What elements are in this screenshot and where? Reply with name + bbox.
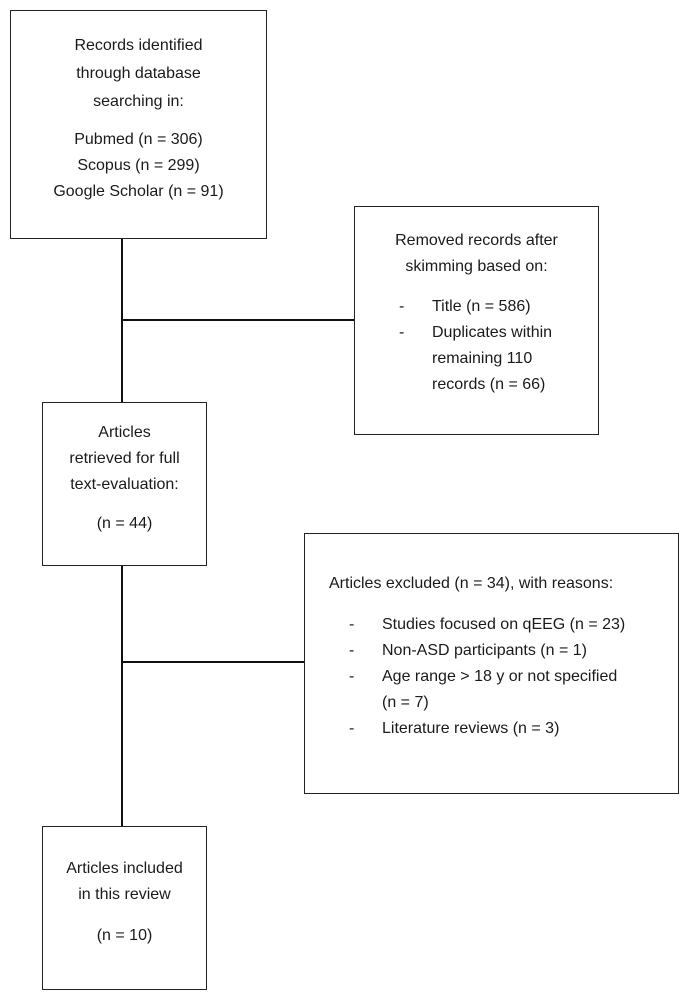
excluded-heading: Articles excluded (n = 34), with reasons… [329, 575, 614, 592]
bullet-dash: - [349, 642, 355, 659]
records-identified-box: Records identified through database sear… [10, 10, 267, 239]
bullet-dash: - [349, 720, 355, 737]
removed-heading-line-2: skimming based on: [405, 258, 548, 275]
articles-excluded-box: Articles excluded (n = 34), with reasons… [304, 533, 679, 794]
removed-records-box: Removed records after skimming based on:… [354, 206, 599, 435]
removed-item-duplicates-line-1: Duplicates within [432, 324, 553, 341]
source-google-scholar: Google Scholar (n = 91) [53, 183, 224, 200]
retrieved-line-3: text-evaluation: [70, 476, 179, 493]
removed-item-title: Title (n = 586) [432, 298, 531, 315]
bullet-dash: - [349, 616, 355, 633]
bullet-dash: - [349, 668, 355, 685]
excluded-item-qeeg: Studies focused on qEEG (n = 23) [382, 616, 626, 633]
records-identified-line-1: Records identified [74, 37, 203, 54]
excluded-item-age-line-2: (n = 7) [382, 694, 429, 711]
excluded-item-reviews: Literature reviews (n = 3) [382, 720, 560, 737]
connector-branch-excluded [121, 661, 304, 663]
source-pubmed: Pubmed (n = 306) [74, 131, 203, 148]
articles-retrieved-box: Articles retrieved for full text-evaluat… [42, 402, 207, 566]
records-identified-line-3: searching in: [93, 93, 184, 110]
articles-included-box: Articles included in this review (n = 10… [42, 826, 207, 990]
excluded-item-non-asd: Non-ASD participants (n = 1) [382, 642, 587, 659]
retrieved-line-2: retrieved for full [69, 450, 180, 467]
connector-branch-removed [121, 319, 354, 321]
included-line-2: in this review [78, 886, 171, 903]
included-count: (n = 10) [96, 927, 153, 944]
removed-item-duplicates-line-3: records (n = 66) [432, 376, 546, 393]
connector-main-bottom [121, 566, 123, 826]
removed-item-duplicates-line-2: remaining 110 [432, 350, 533, 367]
retrieved-count: (n = 44) [96, 515, 153, 532]
included-line-1: Articles included [66, 860, 183, 877]
bullet-dash: - [399, 298, 405, 315]
retrieved-line-1: Articles [98, 424, 151, 441]
records-identified-line-2: through database [76, 65, 201, 82]
removed-heading-line-1: Removed records after [395, 232, 558, 249]
bullet-dash: - [399, 324, 405, 341]
excluded-item-age-line-1: Age range > 18 y or not specified [382, 668, 618, 685]
source-scopus: Scopus (n = 299) [77, 157, 200, 174]
